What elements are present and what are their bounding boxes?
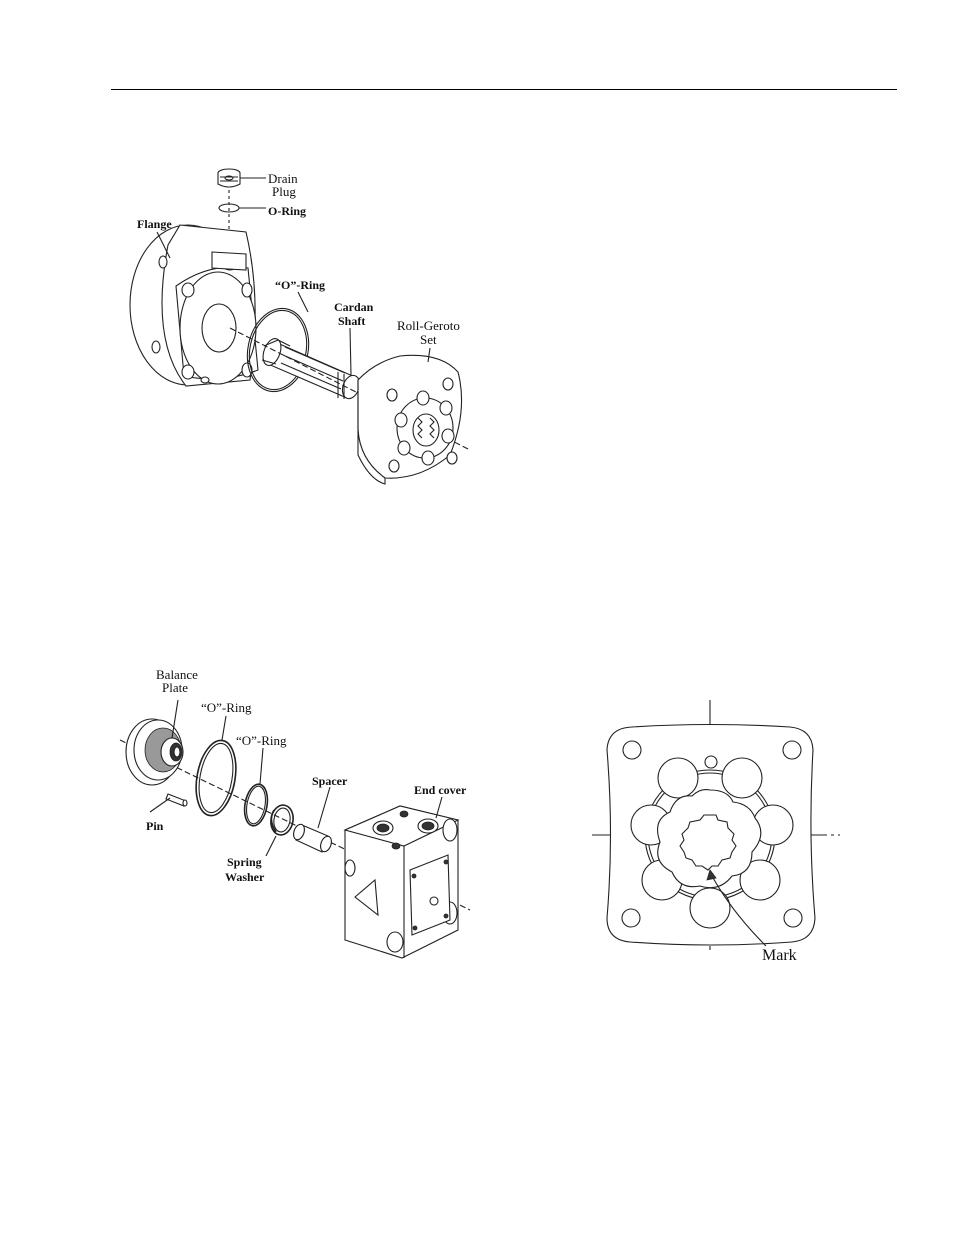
pin [166, 794, 187, 806]
label-o-ring-small: O-Ring [268, 204, 306, 218]
label-o-ring-a: “O”-Ring [201, 700, 252, 715]
roll-geroto-set [358, 355, 462, 484]
balance-plate [126, 719, 183, 785]
spring-washer [269, 803, 296, 836]
label-roll-geroto: Roll-Geroto [397, 318, 460, 333]
label-o-ring-b: “O”-Ring [236, 733, 287, 748]
label-mark: Mark [762, 947, 797, 964]
label-washer: Washer [225, 870, 265, 884]
label-o-ring-large: “O”-Ring [275, 278, 325, 292]
figure-3-front-view: Mark [592, 700, 840, 964]
end-cover [345, 806, 458, 958]
figure-1-exploded-view: Drain Plug O-Ring Flange “O”-Ring Cardan… [130, 169, 470, 484]
label-cardan: Cardan [334, 300, 374, 314]
label-set: Set [420, 332, 437, 347]
label-plate: Plate [162, 680, 188, 695]
label-spacer: Spacer [312, 774, 348, 788]
figure-2-exploded-view: Balance Plate “O”-Ring “O”-Ring Pin Spri… [120, 667, 470, 958]
label-plug: Plug [272, 184, 296, 199]
spacer [292, 823, 334, 853]
label-shaft: Shaft [338, 314, 365, 328]
label-end-cover: End cover [414, 783, 467, 797]
label-pin: Pin [146, 819, 164, 833]
o-ring-a [191, 737, 242, 818]
label-spring: Spring [227, 855, 262, 869]
drain-plug [218, 169, 240, 187]
label-flange: Flange [137, 217, 172, 231]
o-ring-b [242, 782, 271, 827]
flange [130, 225, 258, 386]
